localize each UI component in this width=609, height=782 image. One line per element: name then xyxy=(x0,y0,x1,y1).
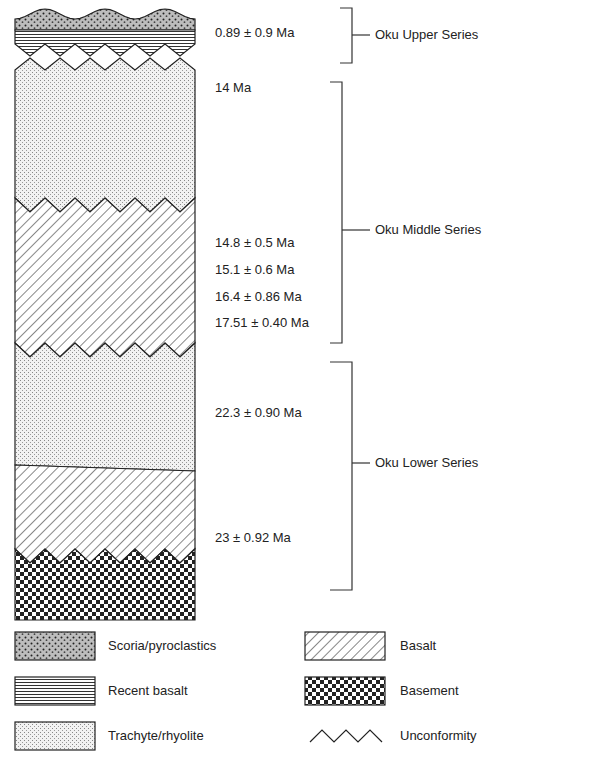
legend-swatch xyxy=(15,632,95,660)
series-name: Oku Middle Series xyxy=(375,222,481,238)
legend-swatch xyxy=(305,632,385,660)
bracket-tick xyxy=(342,229,370,230)
age-label: 14 Ma xyxy=(215,80,251,96)
legend-text: Recent basalt xyxy=(108,683,188,699)
age-label: 14.8 ± 0.5 Ma xyxy=(215,235,294,251)
series-name: Oku Lower Series xyxy=(375,455,478,471)
age-label: 23 ± 0.92 Ma xyxy=(215,530,291,546)
rock-layer xyxy=(15,30,195,56)
legend-text: Scoria/pyroclastics xyxy=(108,638,216,654)
age-label: 16.4 ± 0.86 Ma xyxy=(215,289,302,305)
legend-swatch xyxy=(15,677,95,705)
unconformity-symbol xyxy=(310,730,382,742)
rock-layer xyxy=(15,9,195,30)
rock-layer xyxy=(15,198,195,357)
legend-swatch xyxy=(305,677,385,705)
legend-text: Trachyte/rhyolite xyxy=(108,728,204,744)
series-bracket xyxy=(330,362,352,590)
series-bracket xyxy=(340,8,352,63)
age-label: 17.51 ± 0.40 Ma xyxy=(215,315,309,331)
rock-layer xyxy=(15,549,195,620)
age-label: 0.89 ± 0.9 Ma xyxy=(215,25,294,41)
age-label: 15.1 ± 0.6 Ma xyxy=(215,262,294,278)
legend-swatch xyxy=(15,722,95,750)
series-name: Oku Upper Series xyxy=(375,27,478,43)
age-label: 22.3 ± 0.90 Ma xyxy=(215,405,302,421)
legend-text: Basement xyxy=(400,683,459,699)
rock-layer xyxy=(15,343,195,471)
legend-text: Basalt xyxy=(400,638,436,654)
bracket-tick xyxy=(352,462,370,463)
bracket-tick xyxy=(352,34,370,35)
series-bracket xyxy=(330,82,342,343)
rock-layer xyxy=(15,58,195,212)
legend-text: Unconformity xyxy=(400,728,477,744)
